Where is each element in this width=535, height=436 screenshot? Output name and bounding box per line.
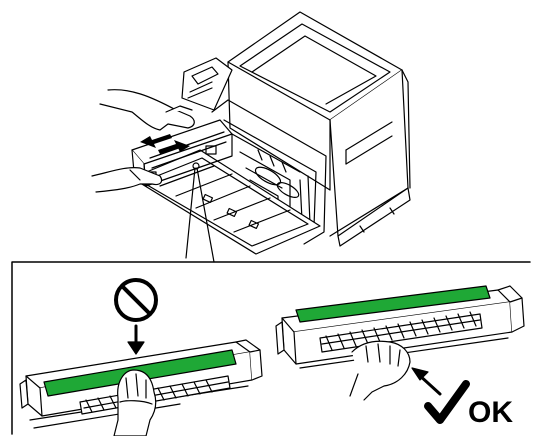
prohibition-icon: [114, 278, 158, 322]
hand-correct: [349, 340, 411, 401]
callout-box: [11, 261, 531, 435]
insertion-arrows: [140, 134, 190, 154]
callout-line-right: [196, 167, 215, 263]
drum-roller-green-right: [295, 285, 491, 323]
callout-line-left: [185, 167, 196, 259]
arrow-pointer-icon: [411, 367, 442, 396]
checkmark-icon: [424, 380, 470, 424]
ok-label: OK: [468, 396, 513, 429]
arrow-down-icon: [127, 324, 145, 355]
hand-wrong: [113, 369, 157, 436]
hands-top: [91, 89, 195, 193]
callout-origin: [192, 162, 200, 170]
printer-body: [181, 11, 411, 247]
drum-correct-handling: [275, 285, 525, 369]
